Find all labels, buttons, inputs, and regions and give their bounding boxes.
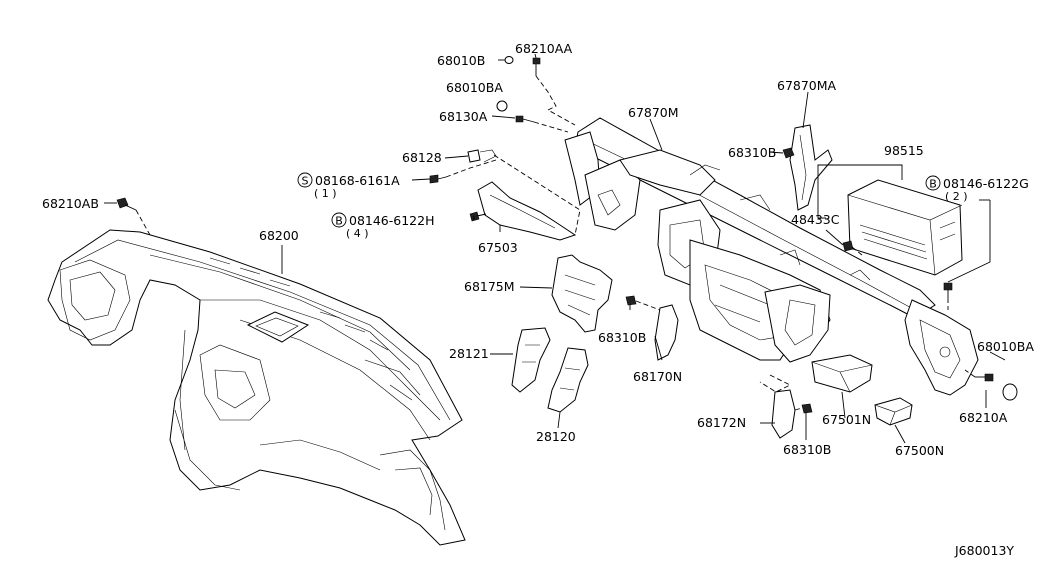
grommet-68010BA-top bbox=[496, 100, 508, 112]
hardware bbox=[116, 56, 1018, 414]
b-mark-right: B bbox=[929, 178, 937, 191]
label-67500N: 67500N bbox=[895, 443, 944, 458]
label-68210A: 68210A bbox=[959, 410, 1008, 425]
bracket-28121 bbox=[511, 327, 551, 393]
module-67500N bbox=[874, 397, 913, 426]
label-67501N: 67501N bbox=[822, 412, 871, 427]
bolt-08168-6161A bbox=[429, 174, 439, 184]
bracket-68172N bbox=[771, 389, 796, 439]
label-68010BA-right: 68010BA bbox=[977, 339, 1034, 354]
label-08168-6161A: 08168-6161A bbox=[315, 173, 400, 188]
label-08146-6122G: 08146-6122G bbox=[943, 176, 1029, 191]
label-68200: 68200 bbox=[259, 228, 299, 243]
grommet-68010BA-right bbox=[1002, 383, 1018, 401]
label-68010B: 68010B bbox=[437, 53, 485, 68]
screw-68210A bbox=[984, 373, 994, 382]
label-68128: 68128 bbox=[402, 150, 442, 165]
bolt-08146-6122G bbox=[943, 282, 953, 291]
label-68172N: 68172N bbox=[697, 415, 746, 430]
label-08168-qty: ( 1 ) bbox=[314, 187, 337, 200]
label-68210AA: 68210AA bbox=[515, 41, 573, 56]
clip-68128 bbox=[467, 149, 481, 163]
label-68130A: 68130A bbox=[439, 109, 488, 124]
screw-68130A bbox=[515, 115, 524, 123]
label-67870MA: 67870MA bbox=[777, 78, 837, 93]
grommet-68010B bbox=[504, 56, 514, 64]
dashed-guides bbox=[135, 75, 976, 411]
bracket-67870MA bbox=[789, 124, 833, 211]
label-68175M: 68175M bbox=[464, 279, 515, 294]
label-68310B-top: 68310B bbox=[728, 145, 776, 160]
label-48433C: 48433C bbox=[791, 212, 840, 227]
nut-68310B-bottom bbox=[801, 403, 813, 414]
label-98515: 98515 bbox=[884, 143, 924, 158]
label-28120: 28120 bbox=[536, 429, 576, 444]
label-68310B-bottom: 68310B bbox=[783, 442, 831, 457]
label-28121: 28121 bbox=[449, 346, 489, 361]
screw-48433C bbox=[842, 240, 854, 252]
steering-member-67870M bbox=[564, 117, 979, 396]
label-68210AB: 68210AB bbox=[42, 196, 99, 211]
leader-lines bbox=[104, 53, 1006, 444]
bracket-68170N bbox=[654, 304, 679, 361]
nut-68310B-top bbox=[782, 147, 795, 159]
screw-68210AA bbox=[532, 57, 541, 65]
label-68170N: 68170N bbox=[633, 369, 682, 384]
label-08146-6122G-qty: ( 2 ) bbox=[945, 190, 968, 203]
part-labels: 68010B 68210AA 68010BA 68130A 67870M 678… bbox=[42, 41, 1034, 558]
bolt-08146-6122H bbox=[469, 211, 480, 222]
bracket-67503 bbox=[477, 181, 577, 241]
circle-marks: S B B bbox=[297, 172, 941, 228]
label-68310B-mid: 68310B bbox=[598, 330, 646, 345]
bracket-68175M bbox=[551, 254, 613, 333]
label-08146-6122H-qty: ( 4 ) bbox=[346, 227, 369, 240]
module-67501N bbox=[811, 354, 873, 393]
label-08146-6122H: 08146-6122H bbox=[349, 213, 435, 228]
nut-68310B-mid bbox=[625, 295, 637, 306]
label-68010BA-top: 68010BA bbox=[446, 80, 503, 95]
diagram-id: J680013Y bbox=[954, 543, 1014, 558]
b-mark-left: B bbox=[335, 215, 343, 228]
label-67503: 67503 bbox=[478, 240, 518, 255]
instrument-panel-68200 bbox=[47, 229, 466, 546]
s-mark: S bbox=[302, 175, 309, 188]
screw-68210AB bbox=[116, 197, 129, 209]
label-67870M: 67870M bbox=[628, 105, 679, 120]
bracket-28120 bbox=[547, 347, 589, 413]
